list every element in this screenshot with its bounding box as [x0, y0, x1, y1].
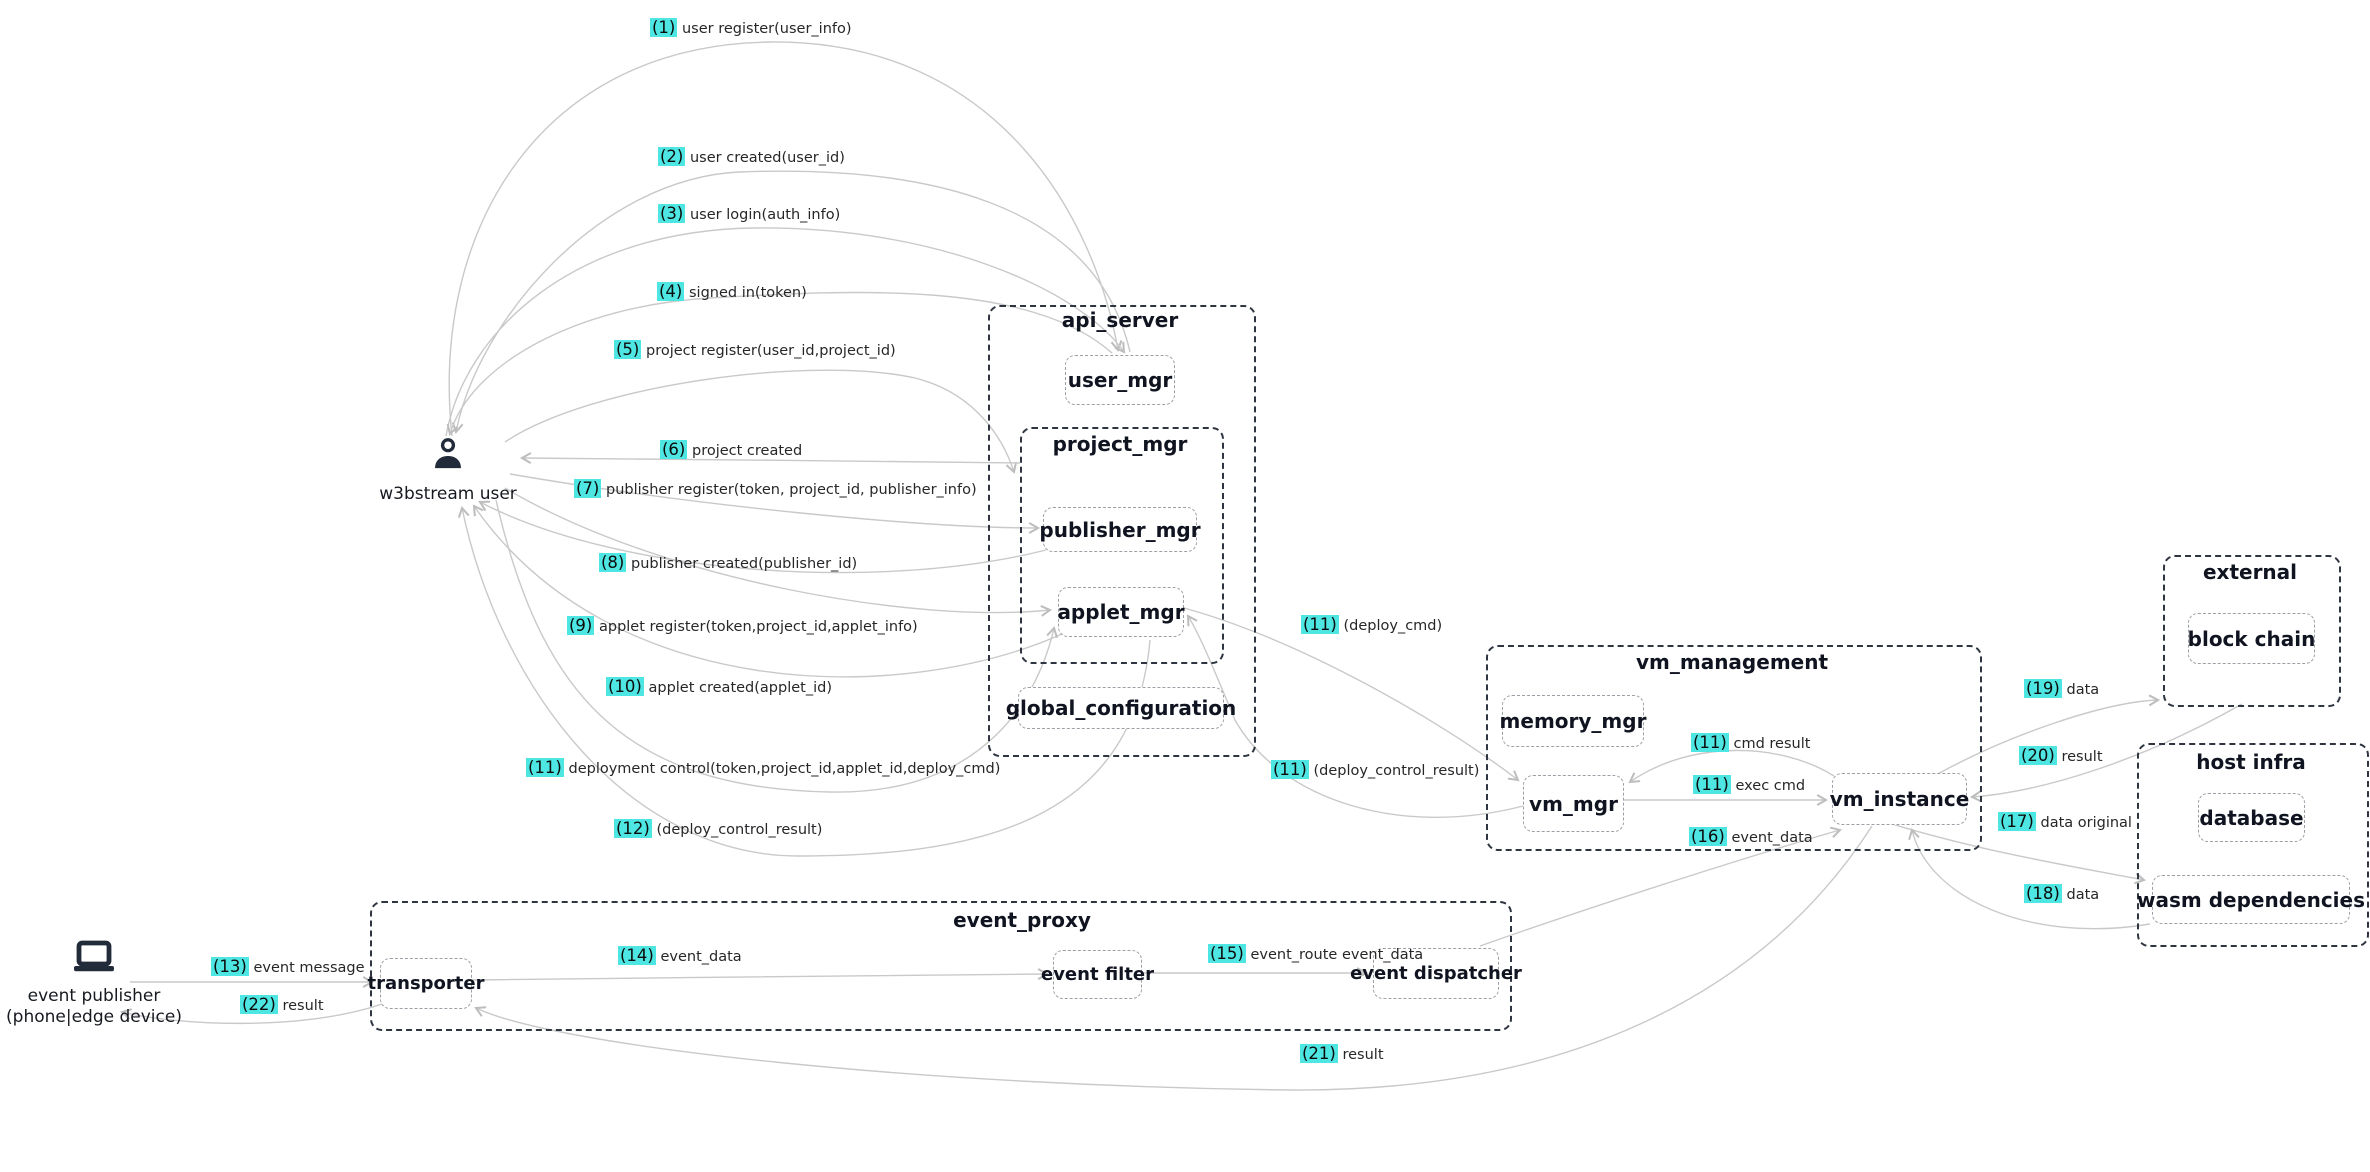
container-external-title: external [2202, 560, 2298, 584]
edge-signed-in [446, 291, 1113, 436]
edge-label-6: (6) project created [660, 440, 803, 459]
edge-event-data-vm [1479, 826, 1842, 947]
edge-label-4: (4) signed in(token) [657, 282, 807, 301]
node-user-mgr: user_mgr [1065, 355, 1175, 405]
edge-chain-result [1969, 703, 2243, 803]
edge-label-5: (5) project register(user_id,project_id) [614, 340, 896, 359]
node-event-dispatcher: event dispatcher [1350, 948, 1522, 999]
edge-label-11: (11) deployment control(token,project_id… [526, 758, 1001, 777]
edge-label-11-deploy-control-result: (11) (deploy_control_result) [1271, 760, 1480, 779]
container-vm-management [1486, 645, 1982, 851]
edge-user-login [445, 227, 1126, 437]
node-vm-mgr: vm_mgr [1523, 775, 1624, 832]
edge-chain-data [1933, 694, 2161, 777]
edge-vm-result [474, 825, 1873, 1091]
actor-publisher-label: event publisher (phone|edge device) [6, 986, 182, 1028]
edge-wasm-data [1908, 828, 2151, 930]
node-applet-mgr: applet_mgr [1057, 587, 1185, 637]
actor-user-label: w3bstream user [379, 484, 517, 504]
container-host-infra-title: host infra [2196, 750, 2306, 774]
node-block-chain: block chain [2188, 613, 2315, 664]
container-api-server-title: api_server [1061, 308, 1179, 332]
edge-label-2: (2) user created(user_id) [658, 147, 845, 166]
actor-event-publisher: event publisher (phone|edge device) [6, 938, 182, 1029]
edge-label-19: (19) data [2024, 679, 2100, 698]
edge-user-register [448, 41, 1123, 437]
edge-publisher-created [478, 500, 1047, 574]
laptop-icon [70, 938, 118, 982]
person-icon [427, 434, 469, 480]
container-project-mgr-title: project_mgr [1052, 432, 1188, 456]
edge-event-data-transporter [471, 968, 1050, 981]
actor-w3bstream-user: w3bstream user [379, 434, 517, 505]
edge-label-12: (12) (deploy_control_result) [614, 819, 823, 838]
edge-label-14: (14) event_data [618, 946, 742, 965]
edge-label-11-cmd-result: (11) cmd result [1691, 733, 1811, 752]
edge-project-created [519, 452, 1021, 464]
node-event-filter: event filter [1041, 950, 1154, 999]
edge-deploy-control-result-user [457, 506, 1151, 857]
container-event-proxy-title: event_proxy [953, 908, 1091, 932]
edge-label-3: (3) user login(auth_info) [658, 204, 841, 223]
edge-label-16: (16) event_data [1689, 827, 1813, 846]
edge-transporter-result [120, 1003, 383, 1025]
edge-label-11-deploy-cmd: (11) (deploy_cmd) [1301, 615, 1443, 634]
edge-label-7: (7) publisher register(token, project_id… [574, 479, 977, 498]
edge-cmd-result [1628, 749, 1835, 784]
edge-user-created [451, 170, 1131, 434]
edge-data-original [1891, 823, 2146, 885]
edge-label-17: (17) data original [1998, 812, 2132, 831]
edge-applet-created [472, 504, 1063, 678]
edge-label-20: (20) result [2019, 746, 2103, 765]
container-external [2163, 555, 2341, 707]
container-api-server [988, 305, 1256, 757]
node-transporter: transporter [368, 958, 485, 1009]
node-publisher-mgr: publisher_mgr [1039, 507, 1201, 552]
edge-label-21: (21) result [1300, 1044, 1384, 1063]
edge-applet-register [504, 487, 1053, 617]
node-database: database [2198, 793, 2305, 842]
container-project-mgr [1020, 427, 1224, 664]
edge-deploy-cmd [1183, 607, 1520, 782]
container-host-infra [2137, 743, 2369, 947]
edge-label-15: (15) event_route event_data [1208, 944, 1424, 963]
edge-label-10: (10) applet created(applet_id) [606, 677, 832, 696]
edge-deploy-control-result-applet [1186, 614, 1524, 818]
edge-label-18: (18) data [2024, 884, 2100, 903]
edge-label-11-exec-cmd: (11) exec cmd [1693, 775, 1806, 794]
node-wasm-dependencies: wasm dependencies [2137, 875, 2365, 924]
edge-label-9: (9) applet register(token,project_id,app… [567, 616, 918, 635]
container-vm-management-title: vm_management [1635, 650, 1829, 674]
edge-label-1: (1) user register(user_info) [650, 18, 852, 37]
container-event-proxy [370, 901, 1512, 1031]
edge-label-8: (8) publisher created(publisher_id) [599, 553, 858, 572]
edge-label-22: (22) result [240, 995, 324, 1014]
node-vm-instance: vm_instance [1830, 773, 1969, 825]
edge-label-13: (13) event message [211, 957, 365, 976]
node-global-configuration: global_configuration [1006, 687, 1236, 729]
node-memory-mgr: memory_mgr [1500, 695, 1646, 747]
edge-project-register [504, 369, 1018, 474]
